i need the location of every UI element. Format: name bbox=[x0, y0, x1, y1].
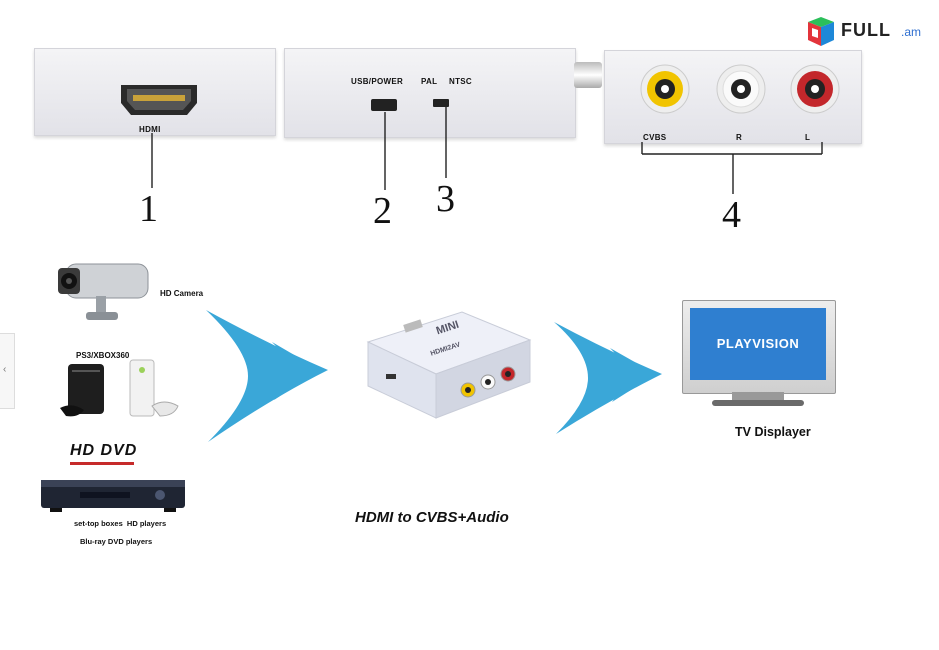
hdmi-side-panel: HDMI bbox=[34, 48, 276, 136]
watermark-suffix: .am bbox=[901, 25, 922, 39]
callout-3: 3 bbox=[436, 178, 455, 220]
console-label: PS3/XBOX360 bbox=[76, 351, 130, 360]
usb-power-label: USB/POWER bbox=[351, 77, 404, 86]
tv-caption: TV Displayer bbox=[735, 425, 811, 439]
arrow-right-icon-1 bbox=[206, 310, 328, 442]
arrow-right-icon-2 bbox=[554, 322, 662, 434]
rca-red-jack-icon bbox=[790, 64, 840, 114]
tv-screen-text: PLAYVISION bbox=[716, 336, 800, 351]
hd-dvd-logo: HD DVD bbox=[70, 442, 146, 468]
hdmi-port-icon bbox=[121, 85, 197, 115]
settop-label: set-top boxes HD players bbox=[74, 519, 167, 528]
callout-4: 4 bbox=[722, 194, 741, 236]
full-am-logo-icon bbox=[808, 17, 834, 46]
cvbs-label: CVBS bbox=[643, 133, 667, 142]
callout-lines bbox=[151, 106, 823, 194]
dvd-player-icon bbox=[41, 480, 185, 512]
ps3-console-icon bbox=[60, 364, 104, 417]
hd-dvd-logo-text: HD DVD bbox=[70, 442, 138, 459]
rca-white-jack-icon bbox=[716, 64, 766, 114]
converter-box-icon bbox=[366, 311, 532, 419]
pal-label: PAL bbox=[421, 77, 438, 86]
watermark-logo: FULL .am bbox=[803, 14, 933, 50]
ntsc-label: NTSC bbox=[449, 77, 472, 86]
chevron-left-icon: ‹ bbox=[3, 364, 7, 375]
tv-screen: PLAYVISION bbox=[690, 308, 826, 380]
hdmi-label: HDMI bbox=[139, 125, 161, 134]
gallery-prev-arrow[interactable]: ‹ bbox=[0, 333, 15, 409]
rca-yellow-jack-icon bbox=[640, 64, 690, 114]
rca-panel: CVBS R L bbox=[604, 50, 862, 144]
converter-caption: HDMI to CVBS+Audio bbox=[355, 509, 509, 526]
camera-label: HD Camera bbox=[160, 289, 204, 298]
l-label: L bbox=[805, 133, 811, 142]
bluray-label: Blu-ray DVD players bbox=[80, 537, 153, 546]
pal-ntsc-switch bbox=[433, 99, 449, 107]
callout-2: 2 bbox=[373, 190, 392, 232]
r-label: R bbox=[736, 133, 743, 142]
rca-stub bbox=[574, 62, 602, 88]
tv-set: PLAYVISION bbox=[682, 300, 836, 408]
usb-switch-panel: USB/POWER PAL NTSC bbox=[284, 48, 576, 138]
watermark-brand: FULL bbox=[841, 20, 891, 40]
xbox360-console-icon bbox=[129, 359, 179, 417]
hd-camera-icon bbox=[58, 263, 149, 320]
callout-1: 1 bbox=[139, 188, 158, 230]
usb-port bbox=[371, 99, 397, 111]
